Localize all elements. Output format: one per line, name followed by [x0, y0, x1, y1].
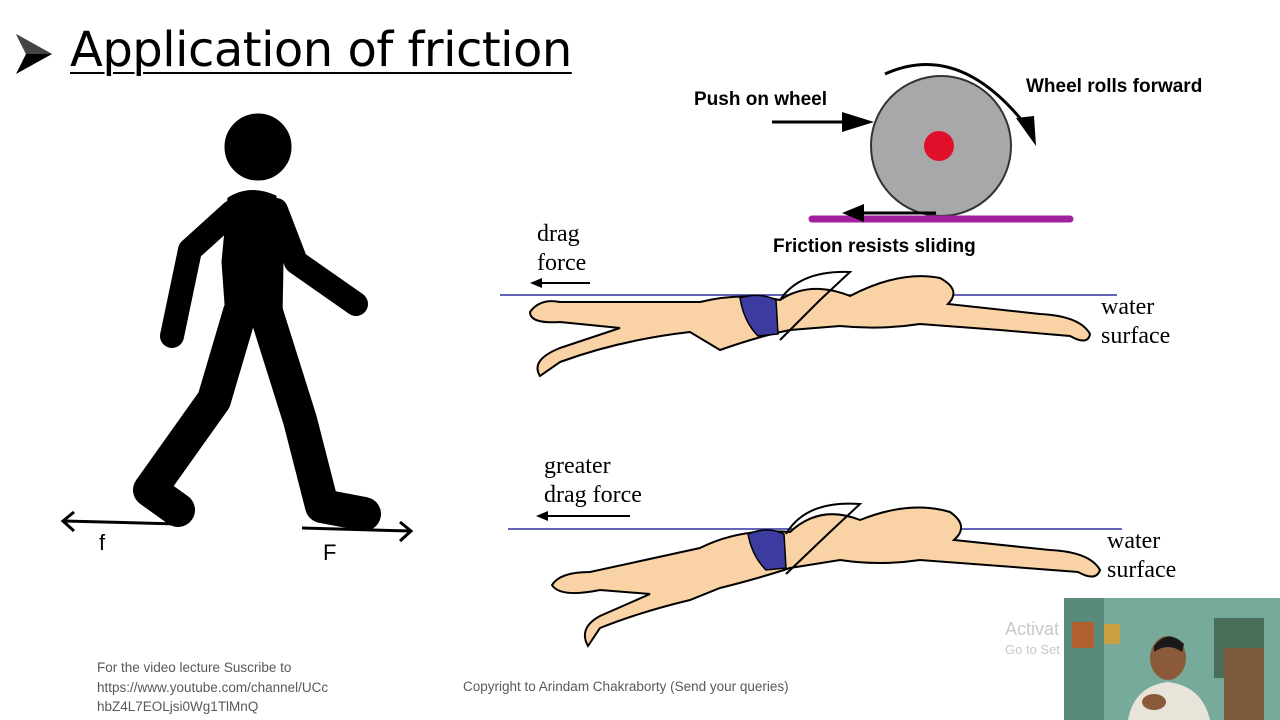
drag-force-line2: force: [537, 250, 587, 276]
water-surface-label-bottom: water surface: [1107, 527, 1176, 585]
water-line1-bottom: water: [1107, 528, 1161, 554]
footer-channel-link[interactable]: https://www.youtube.com/channel/UCc: [97, 679, 329, 695]
friction-arrow-left: [60, 510, 179, 533]
drag-force-label: drag force: [537, 220, 586, 278]
force-label: F: [323, 540, 337, 565]
footer-copyright: Copyright to Arindam Chakraborty (Send y…: [463, 679, 789, 694]
swimmer-bottom: [508, 502, 1122, 648]
greater-drag-line1: greater: [544, 453, 611, 479]
drag-force-line1: drag: [537, 221, 580, 247]
friction-label: f: [99, 530, 106, 555]
water-line1-top: water: [1101, 294, 1155, 320]
wheel-diagram: [772, 63, 1074, 223]
greater-drag-force-label: greater drag force: [544, 452, 642, 510]
footer-subscribe-note: For the video lecture Suscribe to https:…: [97, 658, 377, 717]
greater-drag-line2: drag force: [544, 482, 642, 508]
friction-resists-label: Friction resists sliding: [773, 236, 976, 257]
webcam-overlay: [1064, 598, 1280, 720]
footer-line1: For the video lecture Suscribe to: [97, 660, 292, 675]
water-surface-label-top: water surface: [1101, 293, 1170, 351]
slide-title: Application of friction: [70, 22, 572, 78]
arrowhead-bullet-icon: [16, 34, 52, 74]
presenter-webcam-image: [1064, 598, 1280, 720]
push-on-wheel-label: Push on wheel: [694, 89, 828, 110]
water-line2-bottom: surface: [1107, 557, 1177, 583]
water-line2-top: surface: [1101, 323, 1171, 349]
wheel-rolls-label: Wheel rolls forward: [1026, 76, 1203, 97]
activate-settings-hint[interactable]: Go to Set: [1005, 642, 1060, 657]
footer-channel-link-cont[interactable]: hbZ4L7EOLjsi0Wg1TlMnQ: [97, 699, 259, 714]
activate-watermark: Activat: [1005, 619, 1060, 639]
walking-person-figure: [133, 113, 381, 531]
force-arrow-right: [301, 520, 414, 543]
swimmer-top: [500, 270, 1117, 378]
